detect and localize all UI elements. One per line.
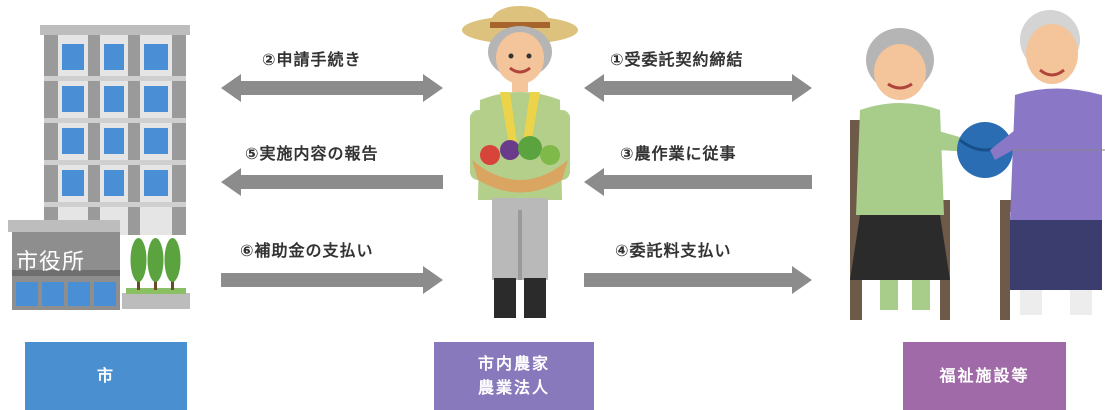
- city-hall-illustration: 市役所: [0, 0, 200, 315]
- elderly-couple-illustration: [840, 0, 1105, 325]
- city-label-box: 市: [25, 342, 187, 410]
- farmer-illustration: [450, 0, 590, 330]
- arrow-label-contract: ①受委託契約締結: [610, 50, 744, 69]
- arrow-label-report: ⑤実施内容の報告: [245, 144, 379, 163]
- farmer-label-line1: 市内農家: [477, 354, 550, 373]
- farmer-label-line2: 農業法人: [477, 378, 550, 397]
- double-arrow-contract: [584, 74, 812, 102]
- arrow-label-farm-work: ③農作業に従事: [620, 144, 737, 163]
- farmer-label-box: 市内農家 農業法人: [434, 342, 594, 410]
- arrow-right-commission-fee: [584, 266, 812, 294]
- arrow-right-subsidy: [221, 266, 443, 294]
- arrow-left-report: [221, 168, 443, 196]
- arrow-label-commission-fee: ④委託料支払い: [615, 241, 732, 260]
- arrow-label-subsidy: ⑥補助金の支払い: [240, 241, 374, 260]
- arrow-label-application: ②申請手続き: [262, 50, 362, 69]
- welfare-label-box: 福祉施設等: [903, 342, 1066, 410]
- arrow-left-farm-work: [584, 168, 812, 196]
- welfare-label: 福祉施設等: [939, 366, 1030, 385]
- city-label: 市: [96, 366, 115, 385]
- city-hall-sign: 市役所: [16, 250, 86, 275]
- double-arrow-application: [221, 74, 443, 102]
